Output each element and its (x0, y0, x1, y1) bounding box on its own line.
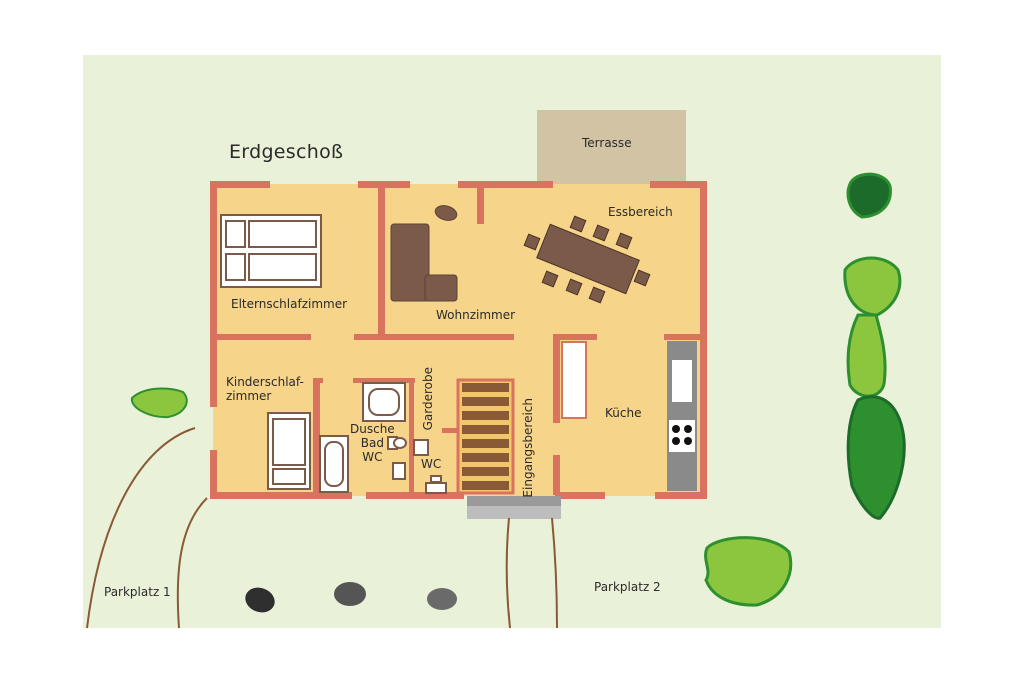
entrance-steps (467, 496, 561, 519)
room-label-wardrobe: Garderobe (421, 367, 435, 431)
shrub-left (130, 387, 188, 419)
bathtub (319, 435, 349, 493)
room-label-terrace: Terrasse (582, 136, 632, 150)
shower-tray (362, 382, 406, 422)
room-label-kids-line2: zimmer (226, 388, 272, 403)
plants (130, 172, 906, 607)
room-label-kitchen: Küche (605, 406, 642, 420)
room-label-shower-bath: Dusche Bad WC (350, 422, 395, 464)
living-room-furniture (390, 205, 458, 302)
room-label-master-bedroom: Elternschlafzimmer (231, 297, 348, 311)
single-bed (267, 412, 311, 490)
tree-dark (846, 172, 892, 219)
parking-label-1: Parkplatz 1 (104, 585, 171, 599)
room-label-shower-line3: WC (362, 449, 383, 464)
sanitary-fixtures (387, 436, 447, 494)
room-label-entrance: Eingangsbereich (521, 398, 535, 498)
shrub-column-mid (846, 313, 887, 398)
walls (210, 181, 707, 499)
stepping-stones (245, 582, 457, 613)
tree-large (846, 395, 906, 520)
room-label-shower-line2: Bad (360, 435, 384, 450)
floor-title: Erdgeschoß (229, 141, 344, 163)
room-label-shower-line1: Dusche (350, 422, 395, 436)
room-label-kids-line1: Kinderschlaf- (226, 375, 304, 389)
shrub-column-top (843, 256, 902, 317)
terrace-area (537, 110, 686, 188)
shrub-bottom (704, 536, 793, 607)
garden-paths (86, 427, 558, 629)
dining-table-set (523, 215, 651, 304)
double-bed (220, 214, 322, 288)
room-label-living: Wohnzimmer (436, 308, 516, 322)
room-label-dining: Essbereich (608, 205, 673, 219)
parking-label-2: Parkplatz 2 (594, 580, 661, 594)
kitchen-units (561, 341, 697, 491)
room-label-kids-bedroom: Kinderschlaf- zimmer (226, 375, 304, 404)
room-label-wc: WC (421, 457, 442, 471)
staircase (456, 378, 515, 495)
